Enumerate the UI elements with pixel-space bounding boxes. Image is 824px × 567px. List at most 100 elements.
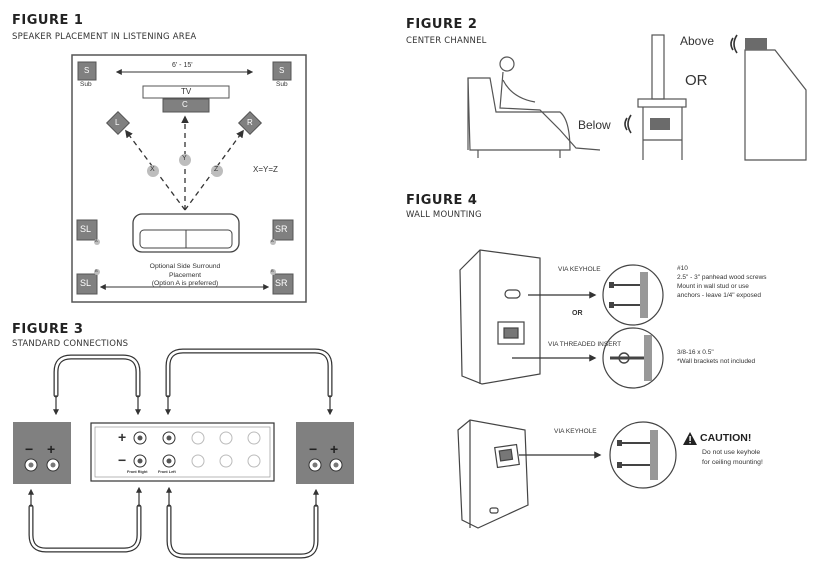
caution-note-1: Do not use keyhole — [702, 449, 761, 456]
sound-wave-below-icon — [624, 114, 632, 134]
caution-note-2: for ceiling mounting! — [702, 459, 763, 466]
right-speaker-box — [296, 422, 354, 484]
person — [499, 56, 601, 151]
figure-2-title: FIGURE 2 — [406, 17, 478, 32]
left-speaker — [105, 110, 131, 136]
figure-2-subtitle: CENTER CHANNEL — [406, 36, 487, 46]
tv-box — [142, 85, 230, 99]
sr-option-speaker — [272, 273, 294, 295]
insert-note-1: 3/8-16 x 0.5" — [677, 349, 714, 356]
sub-right-label: Sub — [276, 81, 288, 88]
sl-label: SL — [80, 224, 92, 234]
top-arrows — [53, 395, 333, 416]
figure-3-title: FIGURE 3 — [12, 322, 84, 337]
tv-label: TV — [181, 87, 192, 96]
speaker-rear-view — [459, 249, 541, 385]
sound-wave-above-icon — [730, 34, 738, 54]
front-right-label: Front Right — [127, 470, 148, 474]
armchair — [467, 77, 571, 158]
center-speaker-above — [745, 38, 767, 50]
x-badge — [147, 165, 159, 177]
left-label: L — [115, 118, 120, 127]
receiver-plus: + — [118, 429, 127, 445]
insert-note: 3/8-16 x 0.5" *Wall brackets not include… — [677, 348, 755, 366]
screw-note-3: Mount in wall stud or use — [677, 283, 749, 290]
figure-1-title: FIGURE 1 — [12, 13, 84, 28]
center-speaker-below — [650, 118, 670, 130]
above-label: Above — [680, 34, 715, 48]
sl-speaker — [76, 219, 98, 241]
screw-note-4: anchors - leave 1/4" exposed — [677, 292, 761, 299]
sub-right-speaker — [272, 61, 292, 81]
via-keyhole-label: VIA KEYHOLE — [558, 266, 601, 273]
sl-option-speaker — [76, 273, 98, 295]
side-text-1: Optional Side Surround — [149, 263, 221, 270]
sub-left-label: Sub — [80, 81, 92, 88]
bottom-arrows — [28, 486, 319, 507]
front-left-label: Front Left — [158, 470, 176, 474]
keyhole-detail-2 — [609, 421, 677, 489]
sl-badge-a-label: A — [95, 238, 98, 243]
x-label: X — [150, 166, 155, 173]
y-label: Y — [182, 155, 187, 162]
sl-badge-b-label: B — [95, 268, 98, 273]
right-speaker-minus: − — [309, 441, 318, 457]
y-badge — [179, 154, 191, 166]
via-threaded-label: VIA THREADED INSERT — [548, 341, 622, 348]
figure-1-subtitle: SPEAKER PLACEMENT IN LISTENING AREA — [12, 32, 197, 42]
sub-left-speaker — [77, 61, 97, 81]
sr-badge-b — [270, 269, 276, 275]
figure-4-title: FIGURE 4 — [406, 193, 478, 208]
sub-left-badge: S — [84, 66, 90, 75]
left-speaker-box — [13, 422, 71, 484]
sr-option-label: SR — [275, 278, 288, 288]
screw-note-2: 2.5" - 3" panhead wood screws — [677, 274, 767, 281]
figure-3-subtitle: STANDARD CONNECTIONS — [12, 339, 129, 349]
via-keyhole-label-2: VIA KEYHOLE — [554, 428, 597, 435]
sr-badge-a-label: A — [271, 238, 274, 243]
right-speaker-plus: + — [330, 441, 339, 457]
sr-speaker — [272, 219, 294, 241]
left-speaker-minus: − — [25, 441, 34, 457]
left-speaker-plus: + — [47, 441, 56, 457]
or-label: OR — [685, 72, 708, 89]
figure-4-subtitle: WALL MOUNTING — [406, 210, 482, 220]
sub-right-badge: S — [279, 66, 285, 75]
right-label: R — [247, 118, 253, 127]
side-surround-note: Optional Side Surround Placement (Option… — [110, 263, 260, 289]
z-badge — [211, 165, 223, 177]
center-speaker — [162, 98, 210, 113]
keyhole-detail — [602, 264, 664, 326]
sr-badge-b-label: B — [271, 268, 274, 273]
tv-side-view — [744, 49, 807, 161]
caution-label: CAUTION! — [700, 432, 752, 444]
equation-label: X=Y=Z — [253, 165, 278, 174]
sofa — [132, 213, 240, 253]
z-label: Z — [214, 166, 219, 173]
receiver-panel — [90, 422, 275, 482]
tv-stand — [637, 34, 687, 160]
insert-note-2: *Wall brackets not included — [677, 358, 756, 365]
sr-badge-a — [270, 239, 276, 245]
sl-badge-b — [94, 269, 100, 275]
below-label: Below — [578, 118, 611, 132]
threaded-insert-detail — [602, 327, 664, 389]
caution-note: Do not use keyhole for ceiling mounting! — [702, 448, 763, 468]
screw-note: #10 2.5" - 3" panhead wood screws Mount … — [677, 264, 767, 300]
receiver-minus: − — [118, 452, 127, 468]
caution-icon — [683, 432, 697, 445]
screw-note-1: #10 — [677, 265, 688, 272]
room-outline — [71, 54, 307, 303]
sl-badge-a — [94, 239, 100, 245]
sr-label: SR — [275, 224, 288, 234]
side-text-3: (Option A is preferred) — [151, 280, 219, 287]
speaker-angled-view — [457, 419, 529, 529]
mount-or-label: OR — [572, 310, 583, 317]
center-label: C — [182, 100, 188, 109]
sl-option-label: SL — [80, 278, 92, 288]
right-speaker — [237, 110, 263, 136]
